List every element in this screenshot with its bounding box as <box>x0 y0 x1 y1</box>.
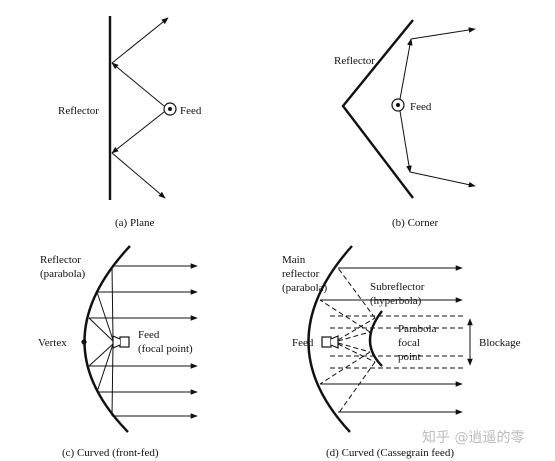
feed-label: Feed <box>180 105 202 117</box>
ray-feed-sub-2 <box>337 331 371 342</box>
ray-in-4 <box>88 343 114 367</box>
reflector-label: Reflector <box>334 55 375 67</box>
ray-feed-sub-3 <box>337 342 371 353</box>
main-reflector-label-3: (parabola) <box>282 282 328 294</box>
ray-feed-to-reflector-lower <box>111 111 165 154</box>
reflector-label: Reflector <box>58 105 99 117</box>
main-parabolic-reflector <box>307 245 353 433</box>
ray-in-6 <box>111 343 114 417</box>
caption-a: (a) Plane <box>115 217 155 229</box>
caption-d: (d) Curved (Cassegrain feed) <box>326 447 454 459</box>
main-reflector-label: Main <box>282 254 306 266</box>
focal-point-label-3: point <box>398 351 421 363</box>
feed-icon-dot <box>168 107 172 111</box>
ray-reflected-lower <box>409 171 476 188</box>
reflector-label: Reflector <box>40 254 81 266</box>
feed-label: Feed <box>138 329 160 341</box>
ray-feed-to-reflector-upper <box>111 62 165 107</box>
subreflector-label: Subreflector <box>370 281 425 293</box>
main-reflector-label-2: reflector <box>282 268 320 280</box>
ray-sub-main-4 <box>337 361 376 415</box>
ray-sub-main-2 <box>319 299 371 333</box>
feed-label: Feed <box>292 337 314 349</box>
ray-sub-main-3 <box>319 351 371 385</box>
ray-in-1 <box>111 265 114 341</box>
watermark: 知乎 @逍遥的零 <box>422 429 524 446</box>
subreflector-sublabel: (hyperbola) <box>370 295 422 307</box>
focal-point-label-2: focal <box>398 337 420 349</box>
feed-horn-icon <box>112 335 130 349</box>
ray-in-5 <box>96 343 114 393</box>
ray-sub-main-1 <box>337 267 376 319</box>
caption-c: (c) Curved (front-fed) <box>62 447 159 459</box>
feed-sublabel: (focal point) <box>138 343 193 355</box>
blockage-label: Blockage <box>479 337 521 349</box>
panel-a-plane: Reflector Feed (a) Plane <box>58 16 202 229</box>
ray-feed-sub-4 <box>337 343 376 363</box>
ray-in-3 <box>88 317 114 342</box>
panel-d-cassegrain: Main reflector (parabola) Subreflector (… <box>282 245 521 459</box>
feed-horn-icon <box>321 335 339 349</box>
ray-reflected-lower <box>111 152 166 199</box>
feed-label: Feed <box>410 101 432 113</box>
ray-feed-to-reflector-upper <box>399 38 413 100</box>
reflector-sublabel: (parabola) <box>40 268 86 280</box>
ray-reflected-upper <box>111 17 169 64</box>
panel-b-corner: Reflector Feed (b) Corner <box>334 19 476 229</box>
panel-c-front-fed: Reflector (parabola) Vertex Feed (focal … <box>38 245 198 459</box>
ray-in-2 <box>96 291 114 341</box>
hyperbolic-subreflector <box>368 310 383 367</box>
focal-point-label: Parabola <box>398 323 437 335</box>
ray-reflected-upper <box>410 27 476 40</box>
ray-feed-to-reflector-lower <box>399 110 412 173</box>
vertex-label: Vertex <box>38 337 67 349</box>
corner-reflector <box>341 19 414 199</box>
ray-feed-sub-1 <box>337 317 376 341</box>
caption-b: (b) Corner <box>392 217 438 229</box>
feed-icon-dot <box>396 103 400 107</box>
vertex-dot <box>81 339 87 345</box>
